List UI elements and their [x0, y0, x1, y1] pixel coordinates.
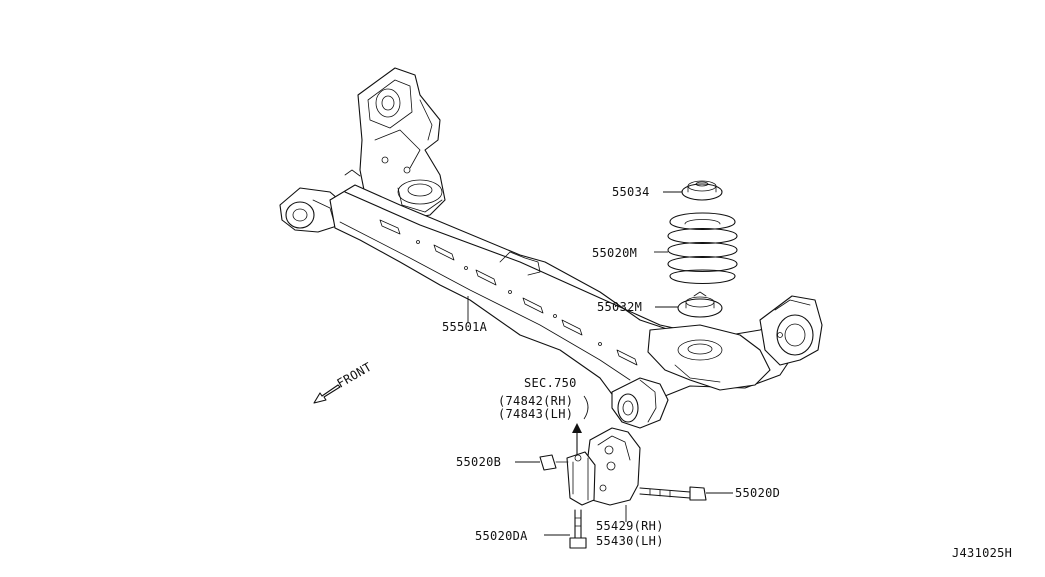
- label-sec-rh: (74842(RH): [498, 394, 573, 408]
- label-sec-lh: (74843(LH): [498, 407, 573, 421]
- sec-bracket-close: [583, 395, 589, 420]
- label-55020DA: 55020DA: [475, 529, 528, 543]
- bolt-55020D: [639, 486, 707, 501]
- nut-55020B: [539, 454, 569, 471]
- label-55020M: 55020M: [592, 246, 637, 260]
- direction-arrow-up-icon: [572, 423, 582, 456]
- diagram-id: J431025H: [952, 546, 1012, 560]
- label-55034: 55034: [612, 185, 650, 199]
- label-sec-title: SEC.750: [524, 376, 577, 390]
- label-55020D: 55020D: [735, 486, 780, 500]
- bolt-55020DA: [569, 509, 587, 549]
- lower-spring-seat: [677, 291, 723, 318]
- coil-spring: [667, 212, 738, 285]
- leader-lines: [467, 191, 733, 536]
- label-55501A: 55501A: [442, 320, 488, 334]
- upper-spring-seat: [681, 180, 723, 201]
- label-55032M: 55032M: [597, 300, 642, 314]
- label-55430: 55430(LH): [596, 534, 664, 548]
- front-arrow-icon: [313, 384, 341, 404]
- label-55429: 55429(RH): [596, 519, 664, 533]
- rear-axle-beam: [279, 67, 823, 429]
- mounting-bracket: [566, 427, 641, 506]
- label-front: FRONT: [335, 360, 375, 391]
- label-55020B: 55020B: [456, 455, 501, 469]
